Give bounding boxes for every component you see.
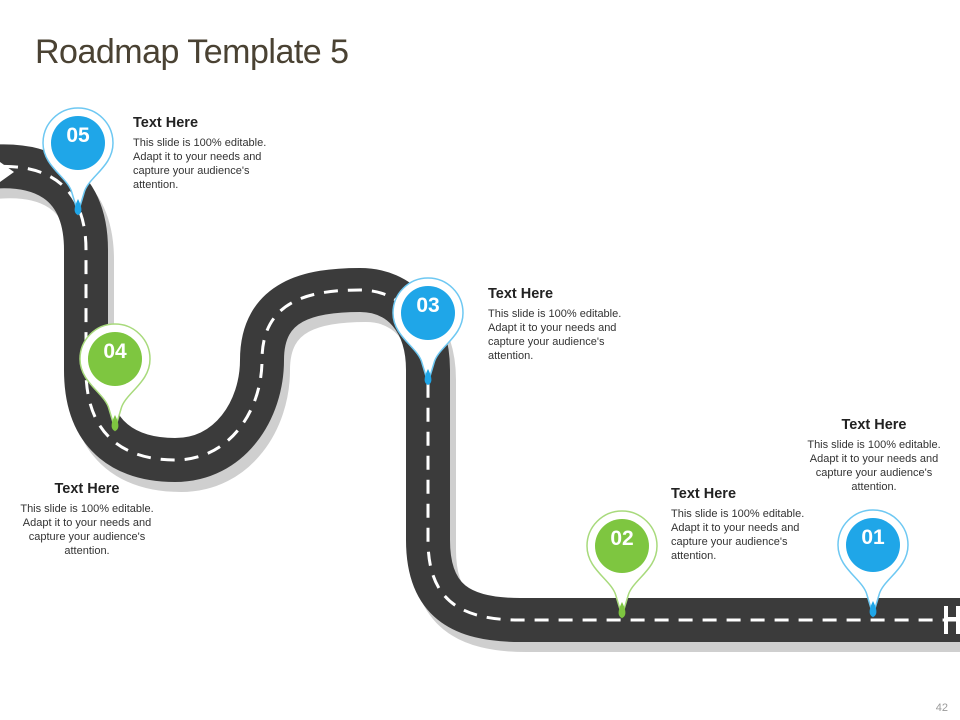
milestone-text-01: Text Here This slide is 100% editable. A…: [804, 417, 944, 494]
milestone-text-05: Text Here This slide is 100% editable. A…: [133, 115, 278, 192]
milestone-heading: Text Here: [671, 486, 737, 502]
pin-green-icon: [586, 510, 658, 619]
milestone-body: This slide is 100% editable. Adapt it to…: [20, 503, 154, 557]
milestone-pin-05: 05: [40, 105, 116, 227]
slide-title: Roadmap Template 5: [35, 33, 349, 71]
milestone-text-02: Text Here This slide is 100% editable. A…: [671, 486, 816, 563]
milestone-heading: Text Here: [133, 115, 199, 131]
milestone-text-04: Text Here This slide is 100% editable. A…: [17, 481, 157, 558]
milestone-number: 01: [861, 526, 885, 549]
milestone-pin-03: 03: [390, 275, 466, 397]
milestone-number: 05: [66, 124, 90, 147]
milestone-heading: Text Here: [488, 286, 554, 302]
pin-green-icon: [79, 323, 151, 432]
pin-blue-icon: [392, 277, 464, 386]
milestone-number: 03: [416, 294, 440, 317]
milestone-number: 02: [610, 527, 634, 550]
milestone-pin-01: 01: [835, 507, 911, 629]
milestone-heading: Text Here: [54, 481, 120, 497]
milestone-body: This slide is 100% editable. Adapt it to…: [671, 508, 805, 562]
milestone-body: This slide is 100% editable. Adapt it to…: [807, 439, 941, 493]
milestone-pin-04: 04: [77, 321, 153, 443]
milestone-pin-02: 02: [584, 508, 660, 630]
pin-blue-icon: [837, 509, 909, 618]
road-finish-marker: [944, 606, 960, 634]
milestone-heading: Text Here: [841, 417, 907, 433]
road-start-arrow: [0, 162, 14, 182]
milestone-body: This slide is 100% editable. Adapt it to…: [488, 308, 622, 362]
pin-blue-icon: [42, 107, 114, 216]
milestone-body: This slide is 100% editable. Adapt it to…: [133, 137, 267, 191]
page-number: 42: [935, 702, 948, 714]
milestone-text-03: Text Here This slide is 100% editable. A…: [488, 286, 633, 363]
milestone-number: 04: [103, 340, 127, 363]
